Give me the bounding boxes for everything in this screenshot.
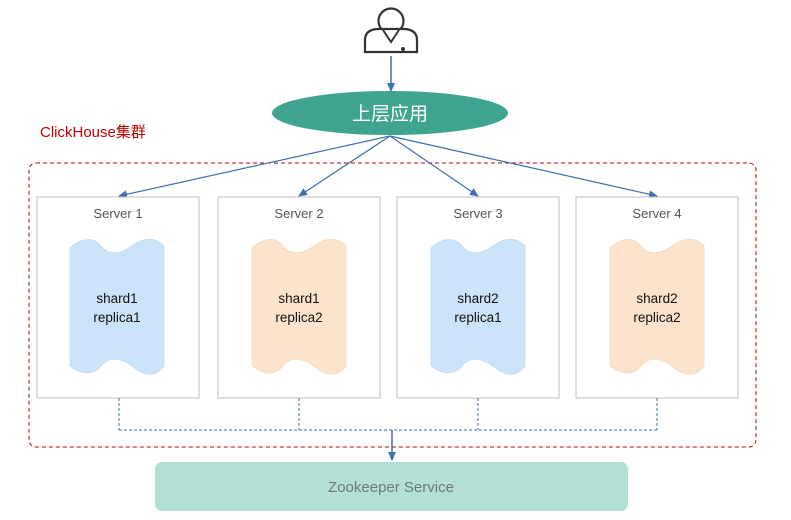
app-to-server-4-arrow	[389, 135, 658, 199]
shard-label: shard1	[96, 291, 137, 306]
shard-label: shard2	[636, 291, 677, 306]
server-box: Server 2 shard1 replica2	[217, 196, 381, 399]
server-box: Server 4 shard2 replica2	[575, 196, 739, 399]
zookeeper-service-box	[155, 462, 628, 511]
zookeeper-connectors	[118, 398, 658, 431]
shard-label: shard1	[278, 291, 319, 306]
server-name: Server 1	[93, 206, 142, 221]
server-name: Server 3	[453, 206, 502, 221]
user-icon	[363, 7, 419, 54]
shard-label: shard2	[457, 291, 498, 306]
server-name: Server 2	[274, 206, 323, 221]
app-to-server-1-arrow	[118, 135, 391, 199]
server-name: Server 4	[632, 206, 681, 221]
server-box: Server 3 shard2 replica1	[396, 196, 560, 399]
server-box: Server 1 shard1 replica1	[36, 196, 200, 399]
shard-replica-card	[251, 238, 347, 375]
upper-app-label: 上层应用	[352, 103, 428, 125]
cluster-label: ClickHouse集群	[40, 124, 146, 141]
app-to-server-2-arrow	[298, 135, 391, 197]
upper-app-ellipse	[272, 91, 508, 135]
shard-replica-card	[430, 238, 526, 375]
replica-label: replica1	[93, 310, 140, 325]
zookeeper-service-label: Zookeeper Service	[328, 479, 454, 496]
replica-label: replica2	[275, 310, 322, 325]
replica-label: replica2	[633, 310, 680, 325]
shard-replica-card	[69, 238, 165, 375]
shard-replica-card	[609, 238, 705, 375]
app-to-server-3-arrow	[389, 135, 479, 197]
replica-label: replica1	[454, 310, 501, 325]
